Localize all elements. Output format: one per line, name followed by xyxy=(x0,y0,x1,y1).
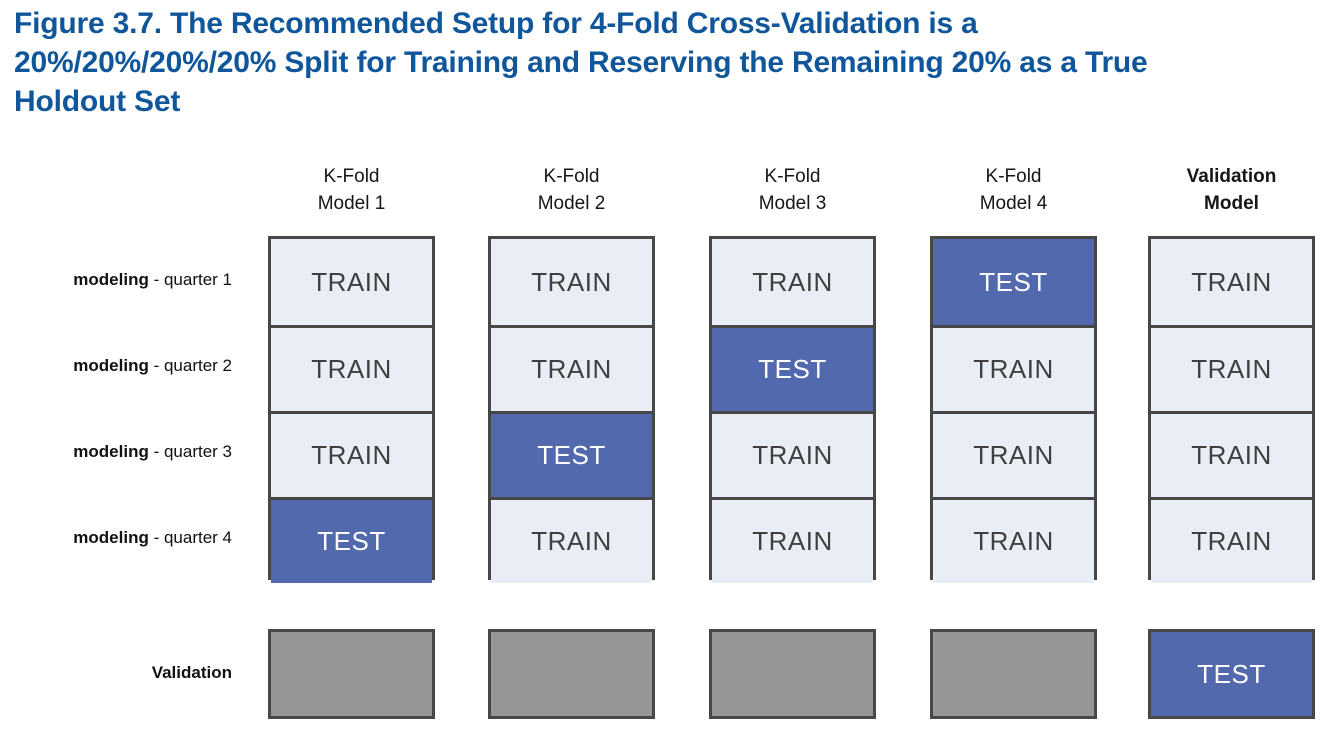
column-header-kfold-model-4: K-Fold Model 4 xyxy=(930,163,1097,217)
column-header-line-1: K-Fold xyxy=(323,166,380,187)
cell-validationmodel-quarter2[interactable]: TRAIN xyxy=(1151,325,1312,411)
column-header-kfold-model-3: K-Fold Model 3 xyxy=(709,163,876,217)
fold-column-model-4: TEST TRAIN TRAIN TRAIN xyxy=(930,236,1097,583)
row-label-strong: modeling xyxy=(73,270,149,289)
row-label-rest: - quarter 4 xyxy=(148,528,232,547)
column-header-line-2: Model 4 xyxy=(979,193,1048,214)
cell-model4-quarter3[interactable]: TRAIN xyxy=(933,411,1094,497)
fold-column-model-1: TRAIN TRAIN TRAIN TEST xyxy=(268,236,435,583)
validation-cell-validation-model[interactable]: TEST xyxy=(1148,629,1315,719)
fold-column-validation-model: TRAIN TRAIN TRAIN TRAIN xyxy=(1148,236,1315,583)
column-header-line-1: Validation xyxy=(1186,166,1277,187)
column-header-line-2: Model xyxy=(1204,193,1259,214)
cell-model3-quarter4[interactable]: TRAIN xyxy=(712,497,873,583)
row-label-rest: - quarter 3 xyxy=(148,442,232,461)
figure-title-line-2: 20%/20%/20%/20% Split for Training and R… xyxy=(14,46,1012,79)
row-label-strong: Validation xyxy=(151,663,232,682)
row-label-quarter-3: modeling - quarter 3 xyxy=(0,442,232,462)
figure-title-line-1: Figure 3.7. The Recommended Setup for 4-… xyxy=(14,7,978,40)
column-header-kfold-model-2: K-Fold Model 2 xyxy=(488,163,655,217)
column-header-validation-model: Validation Model xyxy=(1148,163,1315,217)
row-label-quarter-2: modeling - quarter 2 xyxy=(0,356,232,376)
column-header-line-2: Model 2 xyxy=(537,193,606,214)
validation-cell-model-4[interactable] xyxy=(930,629,1097,719)
cell-model2-quarter4[interactable]: TRAIN xyxy=(491,497,652,583)
figure-title-line-3: as a True Holdout Set xyxy=(14,46,1148,118)
cell-model1-quarter4[interactable]: TEST xyxy=(271,497,432,583)
column-header-line-1: K-Fold xyxy=(985,166,1042,187)
cell-model4-quarter1[interactable]: TEST xyxy=(933,239,1094,325)
row-label-quarter-4: modeling - quarter 4 xyxy=(0,528,232,548)
cell-model2-quarter3[interactable]: TEST xyxy=(491,411,652,497)
column-header-line-2: Model 3 xyxy=(758,193,827,214)
validation-cell-model-2[interactable] xyxy=(488,629,655,719)
row-label-quarter-1: modeling - quarter 1 xyxy=(0,270,232,290)
validation-cell-model-3[interactable] xyxy=(709,629,876,719)
column-header-line-1: K-Fold xyxy=(764,166,821,187)
cell-model1-quarter2[interactable]: TRAIN xyxy=(271,325,432,411)
cell-model4-quarter4[interactable]: TRAIN xyxy=(933,497,1094,583)
cell-validationmodel-quarter1[interactable]: TRAIN xyxy=(1151,239,1312,325)
column-header-line-2: Model 1 xyxy=(317,193,386,214)
row-label-strong: modeling xyxy=(73,528,149,547)
cell-validationmodel-quarter3[interactable]: TRAIN xyxy=(1151,411,1312,497)
cell-model3-quarter3[interactable]: TRAIN xyxy=(712,411,873,497)
row-label-strong: modeling xyxy=(73,442,149,461)
cell-model1-quarter1[interactable]: TRAIN xyxy=(271,239,432,325)
fold-column-model-2: TRAIN TRAIN TEST TRAIN xyxy=(488,236,655,583)
cell-model2-quarter2[interactable]: TRAIN xyxy=(491,325,652,411)
figure-title: Figure 3.7. The Recommended Setup for 4-… xyxy=(14,4,1194,121)
cell-model1-quarter3[interactable]: TRAIN xyxy=(271,411,432,497)
cell-model4-quarter2[interactable]: TRAIN xyxy=(933,325,1094,411)
cell-model3-quarter2[interactable]: TEST xyxy=(712,325,873,411)
validation-cell-model-1[interactable] xyxy=(268,629,435,719)
fold-column-model-3: TRAIN TEST TRAIN TRAIN xyxy=(709,236,876,583)
cell-model2-quarter1[interactable]: TRAIN xyxy=(491,239,652,325)
cell-validationmodel-quarter4[interactable]: TRAIN xyxy=(1151,497,1312,583)
column-header-line-1: K-Fold xyxy=(543,166,600,187)
row-label-strong: modeling xyxy=(73,356,149,375)
cell-model3-quarter1[interactable]: TRAIN xyxy=(712,239,873,325)
row-label-rest: - quarter 2 xyxy=(148,356,232,375)
row-label-validation: Validation xyxy=(0,663,232,683)
row-label-rest: - quarter 1 xyxy=(148,270,232,289)
column-header-kfold-model-1: K-Fold Model 1 xyxy=(268,163,435,217)
